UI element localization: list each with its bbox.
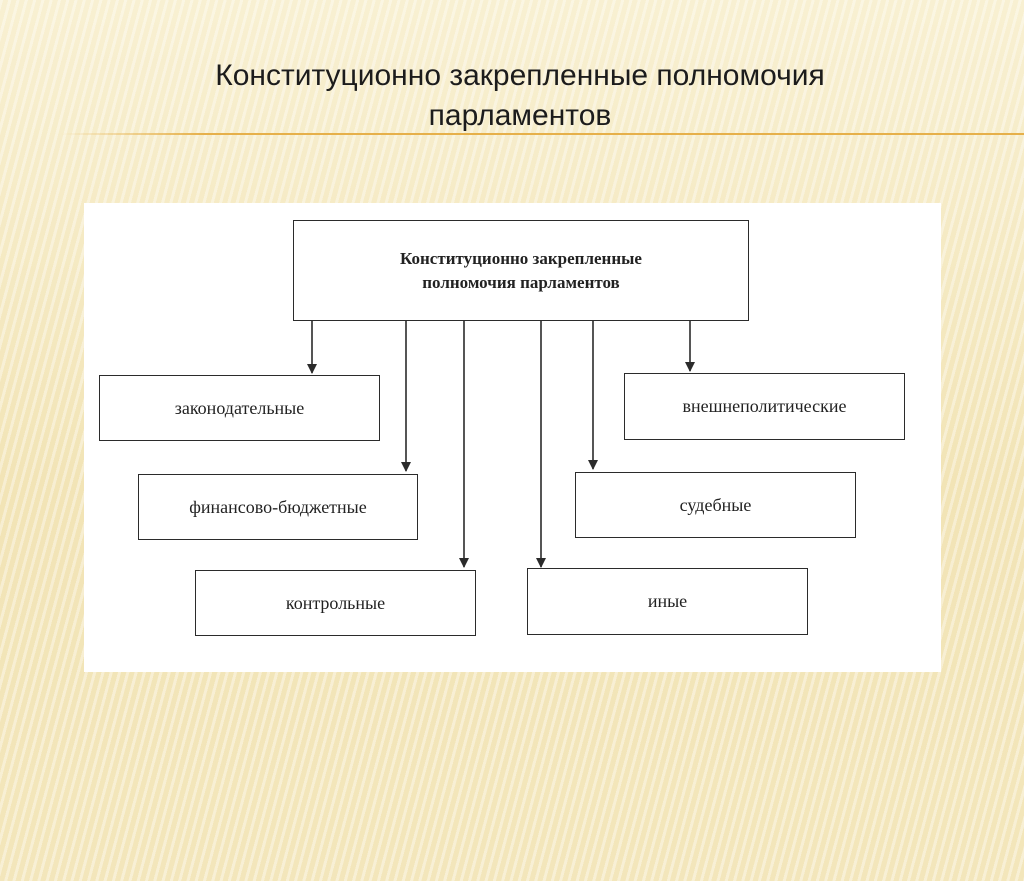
root-node-line-2: полномочия парламентов [422,272,620,292]
slide-title-line-1: Конституционно закрепленные полномочия [215,59,825,92]
root-node: Конституционно закрепленные полномочия п… [293,220,749,321]
node-financial-budgetary: финансово-бюджетные [138,474,418,540]
node-control: контрольные [195,570,476,636]
root-node-line-1: Конституционно закрепленные [400,248,642,268]
node-legislative: законодательные [99,375,380,441]
node-foreign-policy: внешнеполитические [624,373,905,440]
slide-title: Конституционно закрепленные полномочия п… [120,56,920,136]
title-rule [60,133,1024,135]
diagram-panel: Конституционно закрепленные полномочия п… [84,203,941,672]
slide-title-line-2: парламентов [428,99,612,132]
diagram-connectors [307,320,695,568]
node-judicial: судебные [575,472,856,538]
node-other: иные [527,568,808,635]
